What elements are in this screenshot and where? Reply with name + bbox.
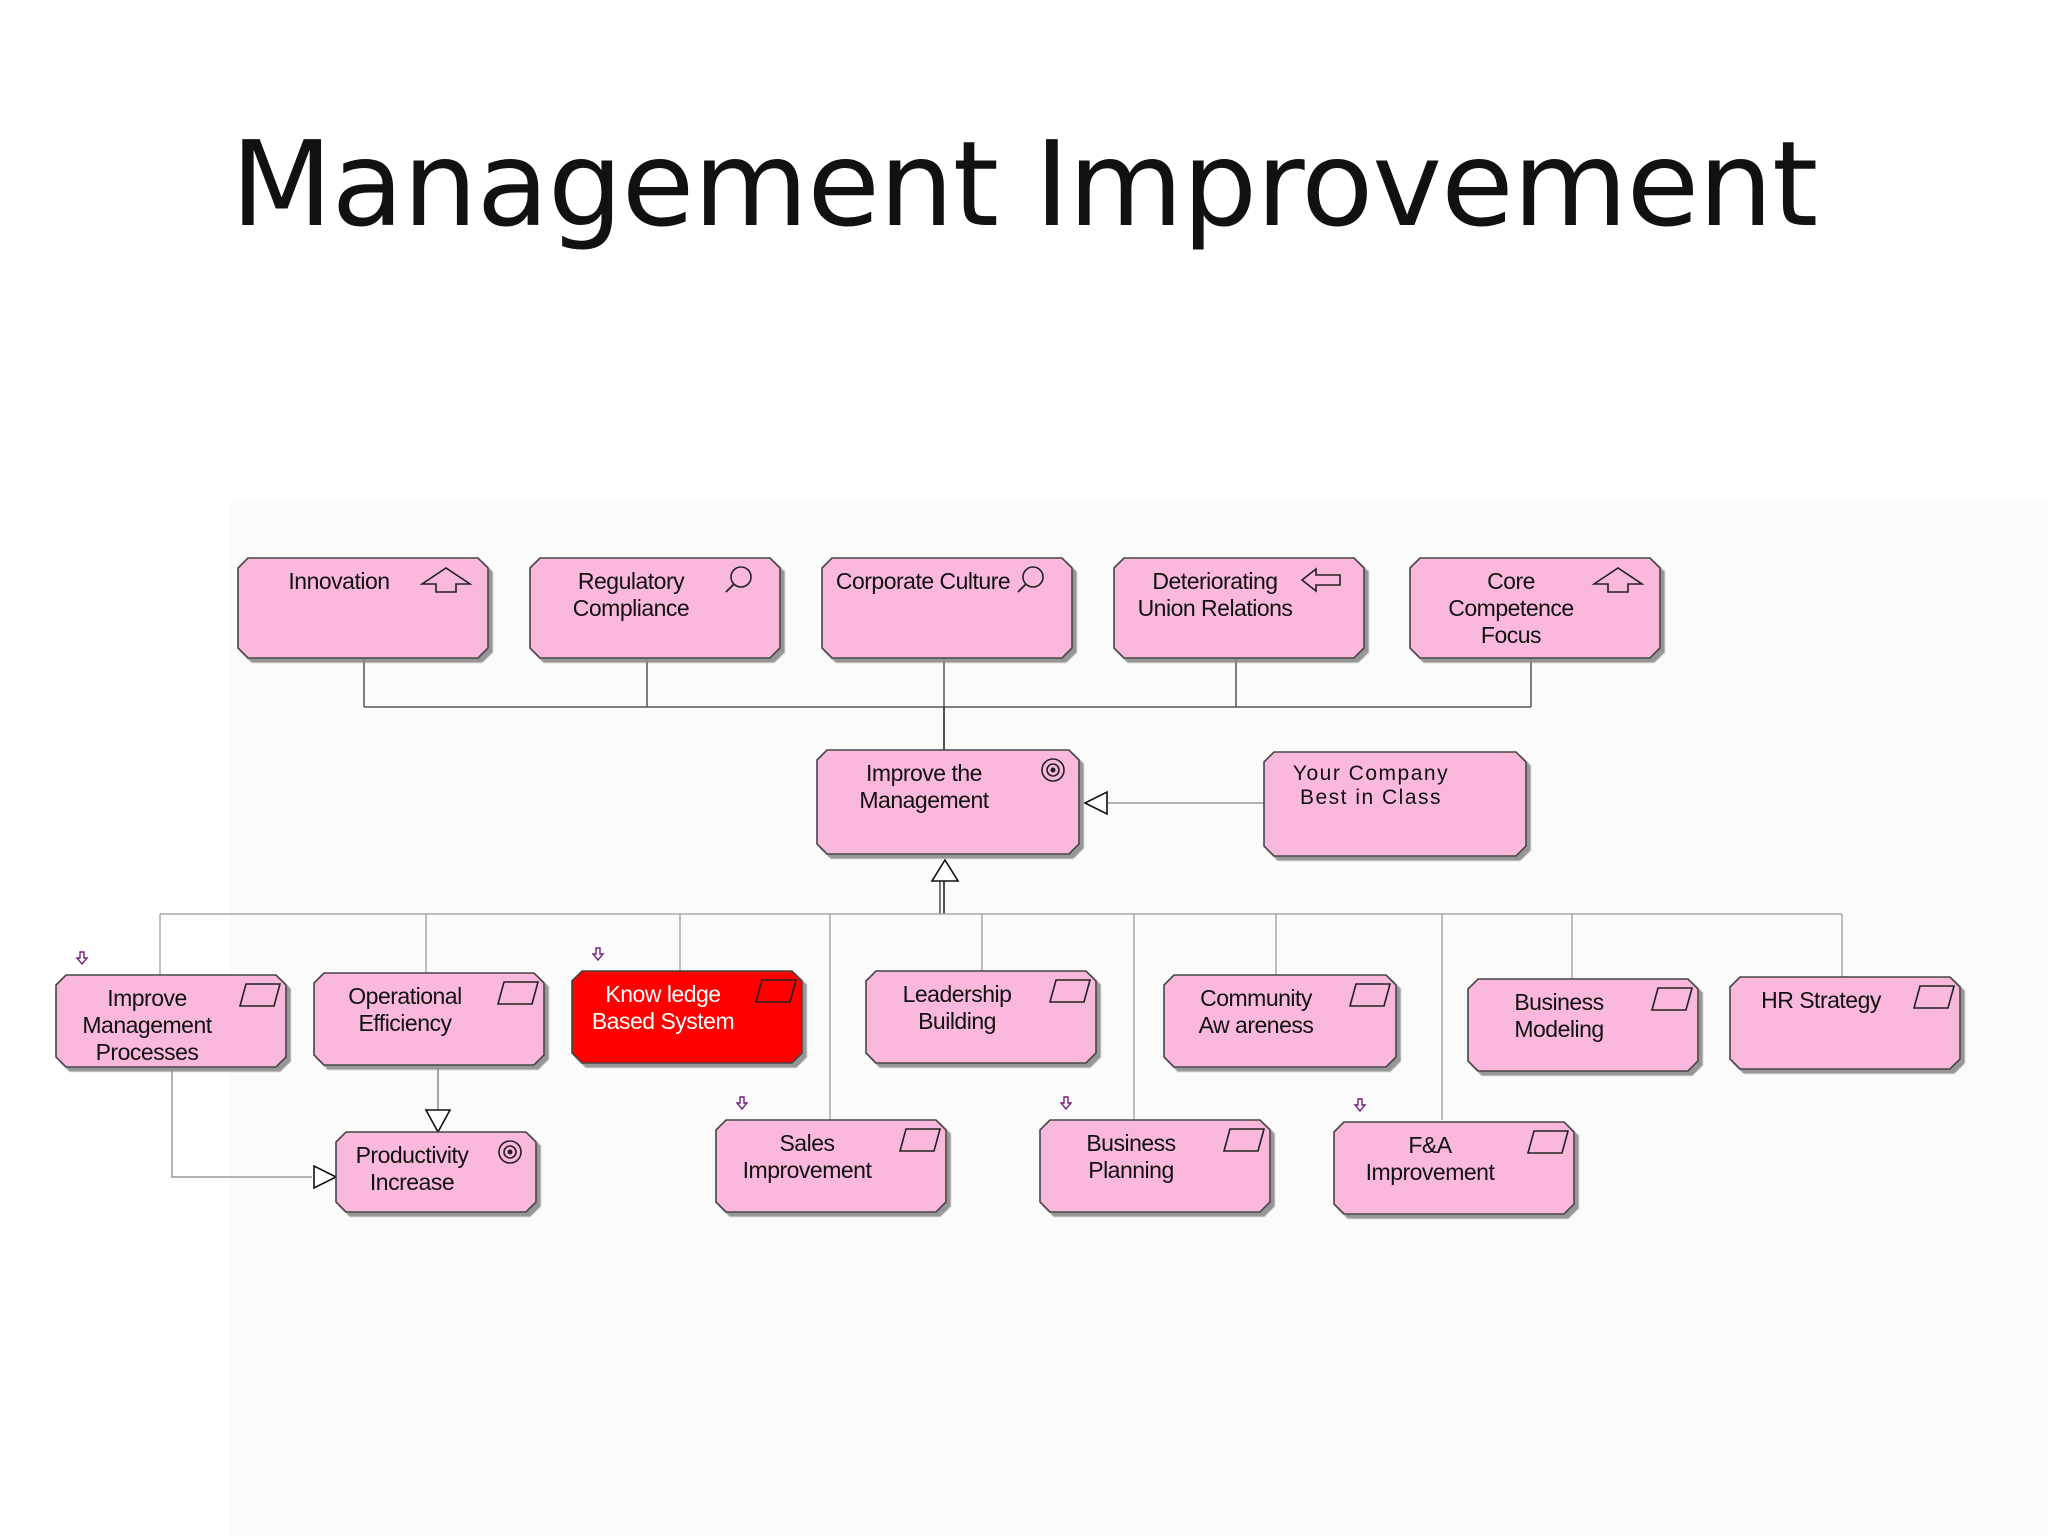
initiative-node[interactable] [715,1119,947,1213]
initiative-node[interactable] [865,970,1097,1064]
magnifier-icon [1017,566,1044,593]
parallelogram-icon [1348,983,1392,1007]
driver-node-label: Corporate Culture [835,568,1011,594]
junction-marker-icon [75,951,89,966]
driver-node[interactable] [1409,557,1661,659]
realization-arrowhead [1083,790,1108,816]
initiative-node-label: Productivity Increase [355,1142,469,1195]
initiative-node[interactable] [1039,1119,1271,1213]
initiative-node[interactable] [313,972,545,1066]
junction-marker-icon [1353,1098,1367,1113]
initiative-node-label: Leadership Building [902,981,1012,1034]
processes-to-productivity-line [171,1069,312,1178]
magnifier-icon [725,566,752,593]
driver-node[interactable] [821,557,1073,659]
target-icon [1041,758,1065,782]
initiative-node-label: Improve Management Processes [82,985,212,1065]
parallelogram-icon [1222,1128,1266,1152]
initiative-node-label: HR Strategy [1761,987,1881,1013]
driver-node[interactable] [237,557,489,659]
initiative-node[interactable] [1729,976,1961,1070]
initiative-node[interactable] [55,974,287,1068]
parallelogram-icon [496,981,540,1005]
junction-marker-icon [735,1096,749,1111]
driver-node[interactable] [529,557,781,659]
principle-node[interactable] [1263,751,1527,857]
initiative-node-highlighted[interactable] [571,970,803,1064]
parallelogram-icon [754,979,798,1003]
parallelogram-icon [1650,987,1694,1011]
slide-title: Management Improvement [230,115,1819,253]
initiative-node-label: Operational Efficiency [348,983,462,1036]
goal-node-label: Improve the Management [859,760,989,813]
connector-lines [159,658,1843,1190]
driver-node-label: Innovation [288,568,390,594]
driver-node-label: Deteriorating Union Relations [1137,568,1293,621]
driver-node[interactable] [1113,557,1365,659]
driver-node-label: Core Competence Focus [1448,568,1574,648]
initiative-node-label: Sales Improvement [742,1130,872,1183]
parallelogram-icon [1048,979,1092,1003]
initiative-node-label: Business Planning [1086,1130,1176,1183]
up-arrow-icon [1591,567,1645,593]
initiative-node[interactable] [335,1131,537,1213]
initiative-node-label: Business Modeling [1514,989,1604,1042]
parallelogram-icon [238,983,282,1007]
productivity-side-arrowhead [313,1164,338,1190]
initiative-node[interactable] [1333,1121,1575,1215]
initiative-node-label: F&A Improvement [1365,1132,1495,1185]
junction-marker-icon [1059,1096,1073,1111]
left-arrow-icon [1300,567,1341,593]
generalization-arrowhead [930,858,960,882]
parallelogram-icon [1526,1130,1570,1154]
initiative-node[interactable] [1163,974,1397,1068]
diagram-nodes [55,557,1961,1215]
initiative-node-highlighted-label: Know ledge Based System [591,981,735,1034]
principle-node-label: Your Company Best in Class [1292,762,1450,809]
parallelogram-icon [898,1128,942,1152]
junction-marker-icon [591,947,605,962]
target-icon [498,1140,522,1164]
goal-node[interactable] [816,749,1080,855]
parallelogram-icon [1912,985,1956,1009]
initiative-node[interactable] [1467,978,1699,1072]
initiative-node-label: Community Aw areness [1198,985,1314,1038]
up-arrow-icon [419,567,473,593]
productivity-arrowhead [424,1109,452,1134]
driver-node-label: Regulatory Compliance [572,568,690,621]
